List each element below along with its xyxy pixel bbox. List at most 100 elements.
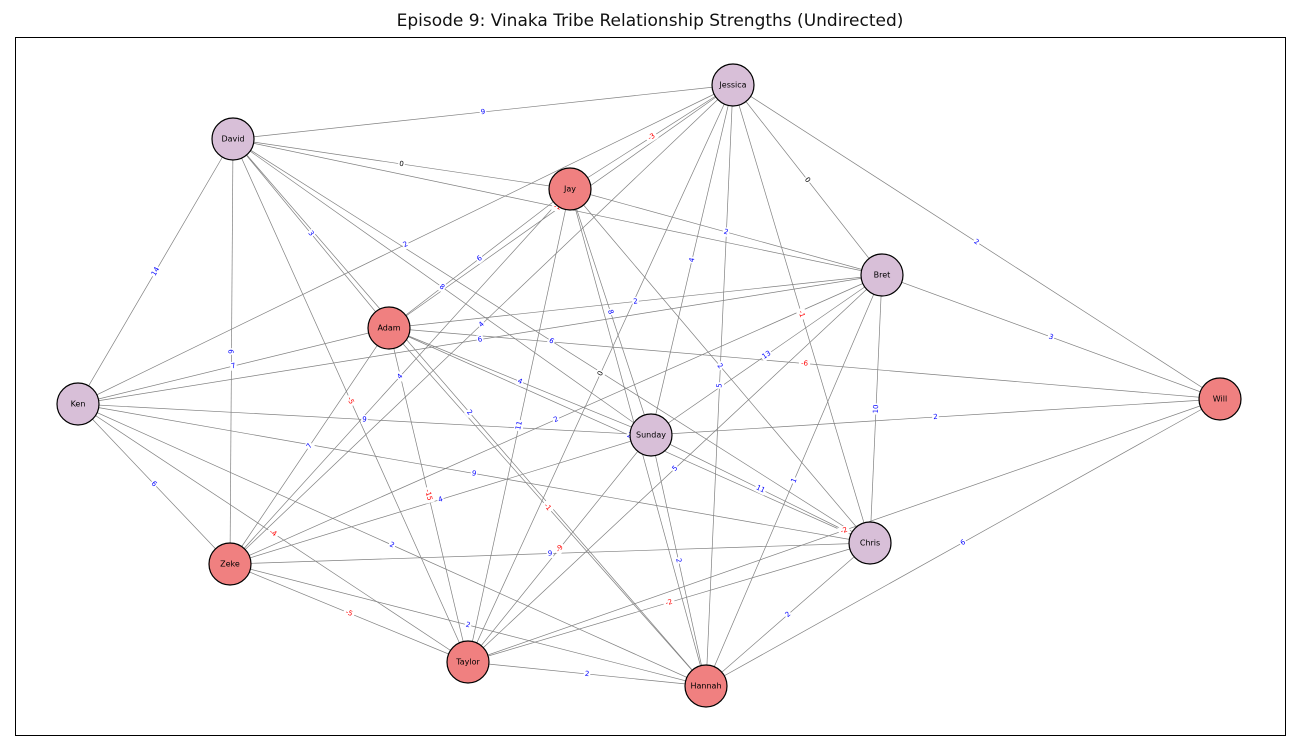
node-label: Will	[1213, 395, 1227, 404]
edge-label-bret-ken: 6	[476, 334, 484, 345]
edge-label-jessica-hannah: 5	[714, 382, 725, 389]
edge-label-background	[788, 475, 800, 486]
node-will: Will	[1198, 377, 1242, 421]
node-label: Adam	[377, 324, 400, 333]
edge-label-background	[265, 526, 281, 540]
edge-label-background	[479, 107, 487, 117]
edge-label-background	[753, 482, 768, 496]
edge-weight: -1	[542, 502, 553, 513]
edge-label-background	[436, 494, 445, 505]
node-label: Taylor	[455, 658, 480, 667]
edge-weight: 2	[465, 621, 471, 630]
edge-label-ken-zeke: 6	[148, 478, 160, 490]
edge-label-background	[436, 281, 448, 293]
node-jessica: Jessica	[711, 63, 755, 107]
node-label: Sunday	[636, 431, 666, 440]
node-label: Chris	[860, 539, 880, 548]
edge-label-bret-chris: 10	[871, 403, 881, 415]
edge-label-background	[463, 407, 476, 418]
edge-weight: -5	[344, 608, 354, 618]
edge-label-david-hannah: 2	[463, 407, 476, 418]
edge-label-layer: 9-30245-102-340-138149-52626811428263131…	[148, 107, 1056, 679]
edge-label-sunday-zeke: 4	[436, 494, 445, 505]
edge-weight: -1	[553, 202, 561, 211]
edge-weight: 4	[516, 377, 524, 386]
edge-label-background	[644, 130, 659, 144]
edge-weight: 2	[972, 237, 980, 246]
edge-weight: 2	[388, 540, 395, 549]
edge-weight: -2	[839, 526, 848, 536]
edge-label-background	[463, 619, 473, 631]
edge-label-will-sunday: 2	[931, 412, 940, 422]
edge-label-background	[759, 348, 774, 362]
edge-label-jay-sunday: 8	[605, 307, 616, 317]
node-zeke: Zeke	[208, 542, 252, 586]
edge-label-jessica-taylor: 0	[595, 368, 606, 379]
edge-label-background	[226, 348, 237, 355]
edge-weight: 5	[671, 464, 680, 473]
edge-weight: 2	[402, 240, 410, 249]
edge-label-background	[721, 226, 731, 238]
edge-label-david-taylor: -5	[344, 393, 357, 408]
edge-label-chris-zeke: 9	[546, 548, 554, 559]
node-circle	[548, 167, 592, 211]
node-circle	[848, 521, 892, 565]
node-circle	[208, 542, 252, 586]
edge-label-jay-chris: 2	[714, 360, 726, 372]
edge-weight: 8	[438, 282, 446, 291]
node-label: Zeke	[220, 560, 240, 569]
edge-weight: 0	[399, 160, 405, 169]
edge-label-jessica-will: 2	[971, 236, 982, 248]
node-layer: JessicaDavidJayBretAdamKenWillSundayChri…	[56, 63, 1242, 708]
node-hannah: Hannah	[684, 664, 728, 708]
edge-label-david-chris: 6	[546, 335, 557, 347]
edge-weight: 7	[305, 442, 314, 450]
edge-label-jay-taylor: 11	[513, 419, 525, 432]
edge-label-background	[552, 541, 567, 556]
edge-label-background	[474, 252, 485, 265]
edge-label-background	[957, 536, 969, 549]
edge-label-background	[469, 468, 479, 479]
edge-weight: 2	[674, 557, 683, 563]
edge-label-sunday-taylor: -9	[552, 541, 567, 556]
edge-label-ken-chris: 9	[469, 468, 479, 479]
edge-weight: 0	[803, 176, 812, 184]
edge-label-background	[229, 360, 238, 372]
edge-label-sunday-hannah: 2	[673, 556, 684, 565]
edge-weight: 2	[633, 297, 638, 305]
edge-weight: 11	[755, 483, 767, 494]
edge-label-background	[871, 403, 881, 415]
edge-weight: 0	[596, 370, 605, 377]
edge-weight: 2	[933, 413, 938, 421]
edge-label-background	[583, 669, 591, 679]
edge-label-background	[387, 539, 397, 551]
edge-label-background	[798, 358, 811, 369]
edge-label-jessica-jay: -3	[644, 130, 659, 144]
edge-label-background	[662, 596, 676, 609]
edge-label-background	[148, 264, 163, 279]
edge-weight: 2	[716, 362, 725, 371]
edge-label-background	[342, 606, 356, 620]
edge-label-background	[669, 462, 681, 475]
edge-label-david-sunday: 8	[436, 281, 448, 293]
edge-weight: 14	[150, 265, 162, 277]
edge-label-bret-taylor: 5	[669, 462, 681, 475]
edge-weight: -15	[423, 489, 433, 502]
edge-label-background	[595, 368, 606, 379]
edge-weight: 5	[715, 383, 723, 388]
node-circle	[629, 413, 673, 457]
edge-weight: 9	[480, 108, 485, 116]
edge-weight: 11	[514, 420, 524, 430]
edge-label-jay-zeke: 4	[394, 371, 406, 382]
edge-label-background	[476, 334, 484, 345]
edge-label-bret-hannah: 1	[788, 475, 800, 486]
edge-label-adam-sunday: 4	[515, 376, 525, 387]
node-label: Hannah	[690, 682, 721, 691]
edge-label-background	[971, 236, 982, 248]
edge-weight: -9	[554, 543, 565, 553]
edge-weight: 2	[584, 670, 589, 678]
edge-label-background	[303, 440, 316, 452]
edge-label-background	[714, 382, 725, 389]
edge-label-background	[795, 307, 808, 321]
edge-weight: 1	[789, 477, 798, 484]
